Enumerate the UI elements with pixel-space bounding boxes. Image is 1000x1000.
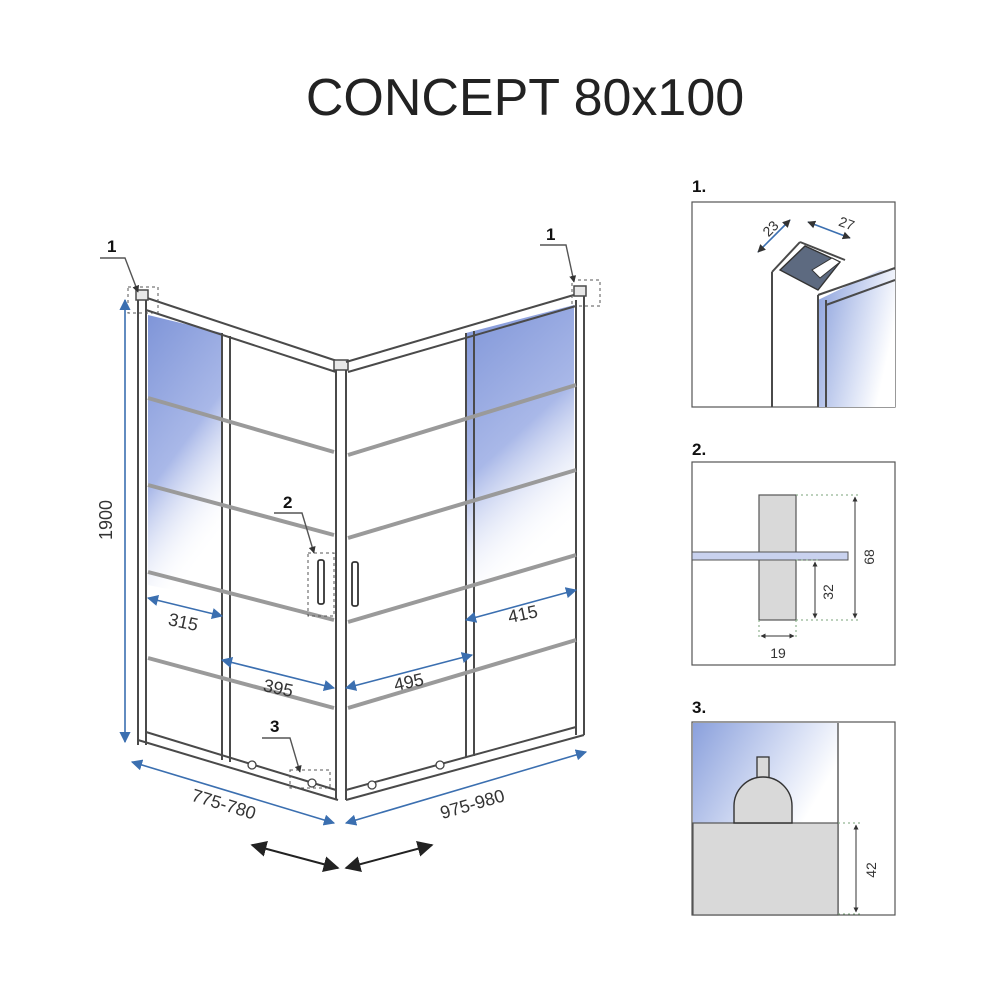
detail-1-number: 1. <box>692 177 706 196</box>
height-dimension-label: 1900 <box>96 500 116 540</box>
detail-2-dim-width: 19 <box>770 645 786 661</box>
detail-1-dim-b: 27 <box>837 213 857 233</box>
sliding-arrow-left <box>250 840 340 873</box>
callout-1-right: 1 <box>546 225 555 244</box>
detail-3-panel: 3. 42 <box>691 698 896 916</box>
right-glass-tint <box>466 305 574 590</box>
detail-3-dim-height: 42 <box>863 862 879 878</box>
right-door-label: 495 <box>392 669 426 695</box>
detail-3-number: 3. <box>692 698 706 717</box>
detail-2-number: 2. <box>692 440 706 459</box>
page-title: CONCEPT 80x100 <box>306 69 744 127</box>
callout-1-left: 1 <box>107 237 116 256</box>
detail-2-dim-height: 68 <box>861 549 877 565</box>
detail-2-dim-lower: 32 <box>820 584 836 600</box>
enclosure-drawing <box>127 279 601 801</box>
left-width-dimension-label: 775-780 <box>189 785 258 823</box>
right-width-dimension-label: 975-980 <box>438 786 507 823</box>
callout-2: 2 <box>283 493 292 512</box>
detail-2-panel: 2. 68 32 19 <box>691 440 896 666</box>
door-handle-right <box>351 561 359 607</box>
callout-3: 3 <box>270 717 279 736</box>
left-glass-tint <box>148 315 222 600</box>
left-fixed-panel-label: 315 <box>166 609 200 635</box>
right-fixed-panel-label: 415 <box>506 601 540 627</box>
sliding-arrow-right <box>344 840 434 873</box>
door-handle-left <box>317 559 325 605</box>
dimension-lines <box>119 298 588 826</box>
detail-1-panel: 1. 23 27 <box>691 177 896 408</box>
left-door-label: 395 <box>261 675 295 701</box>
